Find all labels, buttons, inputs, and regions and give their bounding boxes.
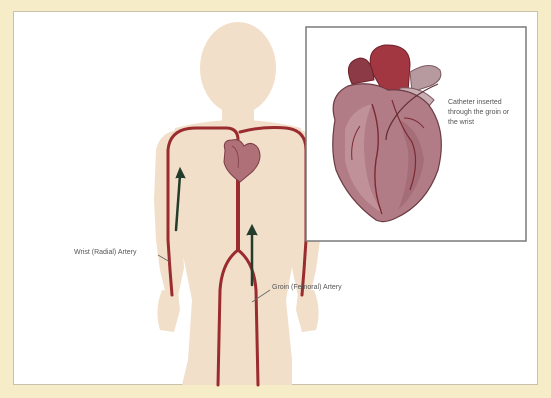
wrist-artery-label: Wrist (Radial) Artery [74,248,137,258]
catheter-label: Catheter inserted through the groin or t… [448,98,520,128]
groin-artery-label: Groin (Femoral) Artery [272,283,342,293]
